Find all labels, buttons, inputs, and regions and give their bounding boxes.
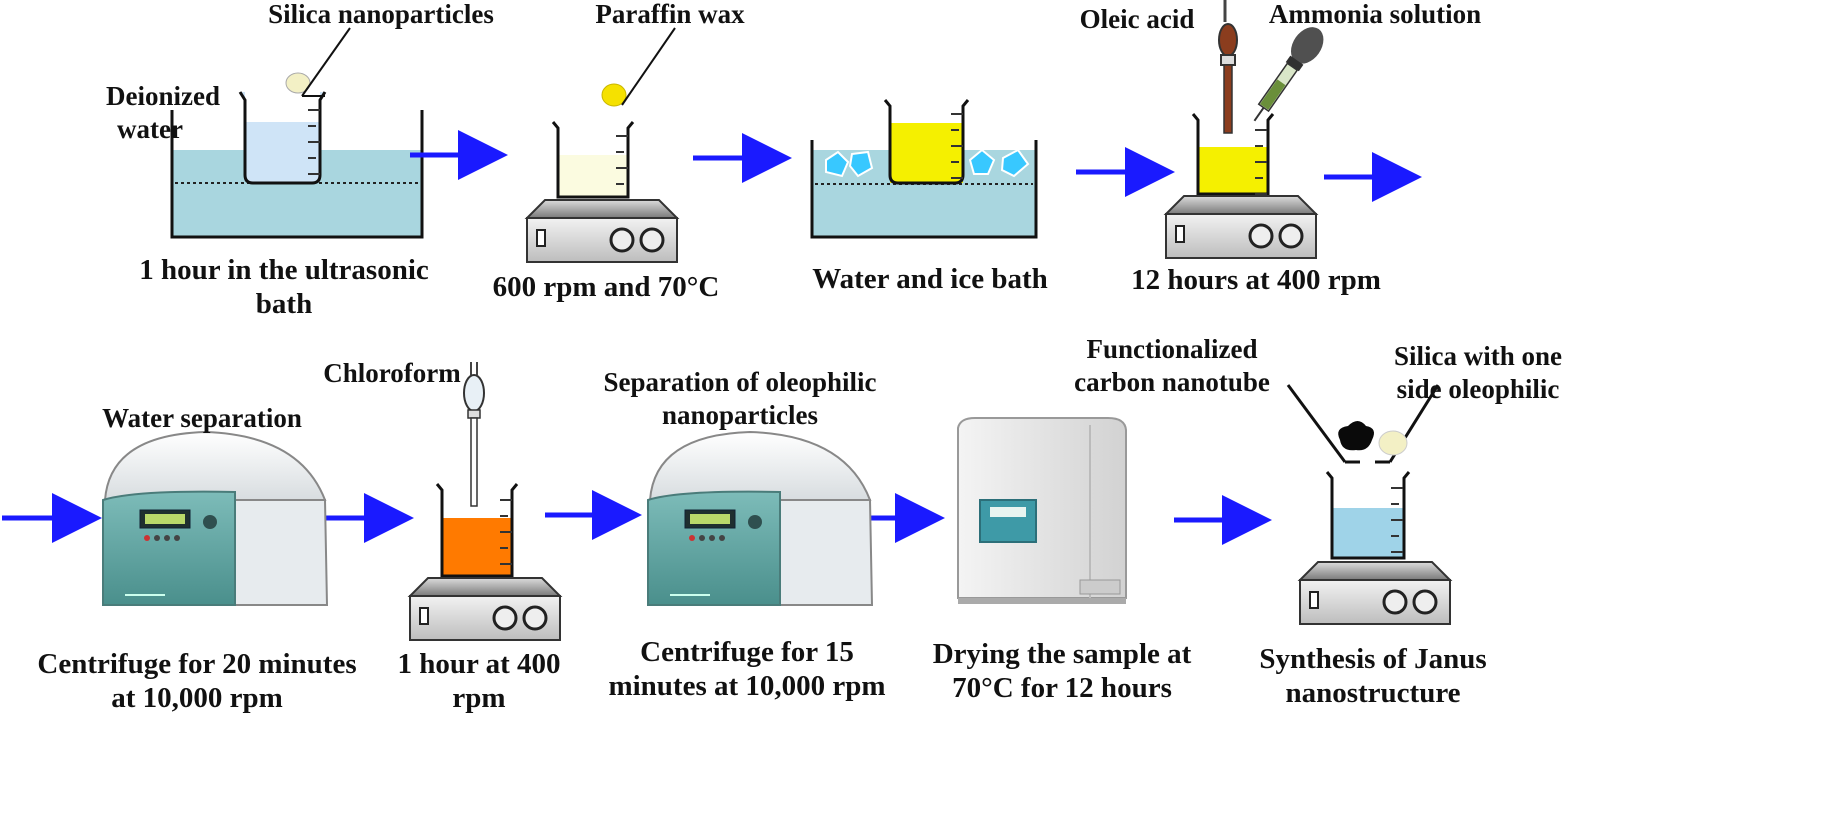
ice-cubes-icon	[825, 148, 1030, 178]
oleic-acid-burette-icon	[1218, 0, 1238, 134]
separation-label-line2: nanoparticles	[661, 400, 819, 430]
beaker-orange	[435, 483, 519, 578]
functionalized-cnt-label-line2: carbon nanotube	[1074, 367, 1270, 397]
step2-caption: 600 rpm and 70°C	[492, 271, 720, 303]
beaker-yellow-ice	[883, 99, 970, 185]
cnt-funnel-icon	[1286, 384, 1374, 464]
ultrasonic-bath	[170, 27, 424, 239]
step6-caption-line2: rpm	[452, 682, 506, 714]
step6-caption-line1: 1 hour at 400	[397, 648, 561, 680]
beaker-silica-water	[238, 91, 327, 185]
deionized-label: Deionized	[106, 81, 220, 111]
step7-caption-line1: Centrifuge for 15	[640, 636, 854, 668]
oleic-ammonia-stirrer	[1164, 0, 1324, 260]
functionalized-cnt-label-line1: Functionalized	[1086, 334, 1258, 364]
step4-caption: 12 hours at 400 rpm	[1131, 264, 1381, 296]
step8-caption-line2: 70°C for 12 hours	[952, 672, 1172, 704]
chloroform-burette-icon	[463, 362, 485, 507]
water-separation-label: Water separation	[102, 403, 302, 433]
step1-caption-line1: 1 hour in the ultrasonic	[139, 254, 429, 286]
step8-caption-line1: Drying the sample at	[932, 638, 1192, 670]
silica-one-side-label-line2: side oleophilic	[1396, 374, 1560, 404]
step3-caption: Water and ice bath	[812, 263, 1048, 295]
silica-powder-icon	[285, 27, 351, 97]
paraffin-stirrer	[525, 27, 679, 264]
ammonia-dropper-icon	[1253, 27, 1324, 122]
paraffin-wax-icon	[601, 27, 676, 107]
step1-caption-line2: bath	[255, 288, 313, 320]
beaker-yellow	[1191, 113, 1275, 196]
beaker-blue	[1325, 471, 1411, 560]
silica-funnel-icon	[1375, 384, 1440, 464]
step9-caption-line1: Synthesis of Janus	[1259, 643, 1487, 675]
step5-caption-line1: Centrifuge for 20 minutes	[37, 648, 357, 680]
chloroform-label: Chloroform	[323, 358, 461, 388]
chloroform-stirrer	[408, 362, 562, 642]
ammonia-solution-label: Ammonia solution	[1268, 0, 1482, 29]
beaker-paraffin	[551, 121, 635, 201]
arrows-row1	[410, 130, 1422, 202]
separation-label-line1: Separation of oleophilic	[603, 367, 877, 397]
step7-caption-line2: minutes at 10,000 rpm	[608, 670, 886, 702]
oleic-acid-label: Oleic acid	[1079, 4, 1195, 34]
paraffin-wax-label: Paraffin wax	[595, 0, 745, 29]
silica-one-side-label-line1: Silica with one	[1393, 341, 1563, 371]
centrifuge-2	[647, 431, 873, 606]
step9-caption-line2: nanostructure	[1285, 677, 1461, 709]
water-label: water	[117, 114, 183, 144]
centrifuge-1	[102, 431, 328, 606]
janus-synthesis-stirrer	[1286, 384, 1452, 626]
drying-oven	[957, 417, 1127, 604]
silica-nanoparticles-label: Silica nanoparticles	[268, 0, 494, 29]
step5-caption-line2: at 10,000 rpm	[111, 682, 283, 714]
ice-bath	[810, 99, 1038, 239]
